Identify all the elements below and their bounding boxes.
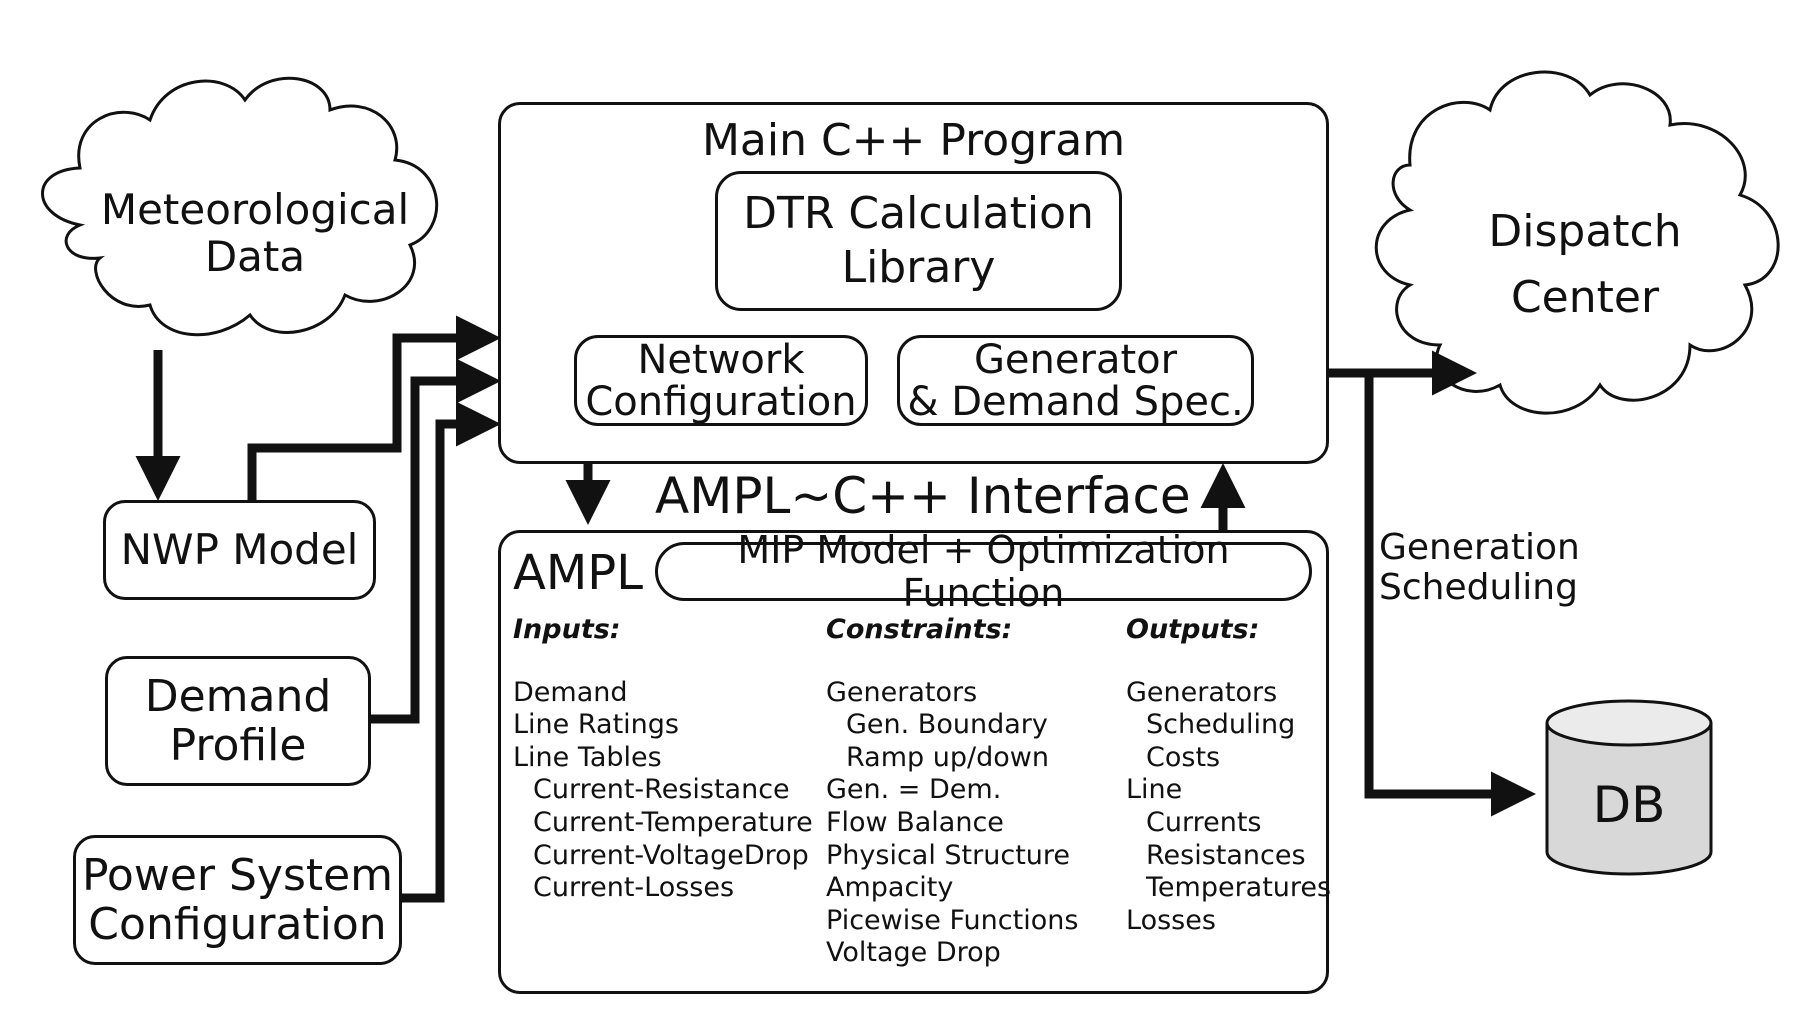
- generation-line-2: Scheduling: [1379, 567, 1578, 608]
- generation-line-1: Generation: [1379, 527, 1580, 568]
- outputs-item: Line: [1126, 774, 1183, 806]
- mip-model-label: MIP Model + Optimization Function: [737, 527, 1230, 615]
- generator-line-2: & Demand Spec.: [907, 378, 1244, 425]
- ampl-label: AMPL: [513, 545, 643, 601]
- db-text: DB: [1592, 776, 1666, 834]
- demand-line-2: Profile: [169, 720, 307, 771]
- generator-demand-box: Generator & Demand Spec.: [897, 335, 1254, 426]
- dispatch-cloud-shape: [1374, 70, 1780, 415]
- meteorological-cloud-shape: [41, 76, 439, 337]
- outputs-item: Costs: [1146, 741, 1221, 773]
- nwp-model-box: NWP Model: [103, 500, 376, 600]
- outputs-item: Scheduling: [1146, 709, 1296, 741]
- generator-line-1: Generator: [973, 336, 1178, 383]
- constraints-header: Constraints:: [826, 614, 1013, 645]
- outputs-item: Resistances: [1146, 839, 1306, 871]
- meteorological-line-1: Meteorological: [100, 184, 410, 234]
- main-program-title: Main C++ Program: [701, 115, 1126, 166]
- dtr-line-2: Library: [841, 242, 996, 293]
- inputs-item: Current-Temperature: [533, 806, 813, 838]
- dtr-library-box: DTR Calculation Library: [715, 171, 1122, 311]
- arrow-power-to-main: [397, 401, 501, 903]
- inputs-item: Current-VoltageDrop: [533, 839, 809, 871]
- dispatch-line-1: Dispatch: [1488, 206, 1682, 257]
- nwp-model-label: NWP Model: [120, 525, 359, 575]
- inputs-header: Inputs:: [513, 614, 621, 645]
- constraints-item: Ramp up/down: [846, 741, 1049, 773]
- arrow-nwp-to-main: [247, 315, 501, 502]
- constraints-item: Flow Balance: [826, 806, 1004, 838]
- constraints-item: Generators: [826, 676, 978, 708]
- constraints-item: Gen. Boundary: [846, 709, 1048, 741]
- inputs-item: Current-Resistance: [533, 774, 790, 806]
- inputs-item: Line Tables: [513, 741, 662, 773]
- inputs-item: Current-Losses: [533, 872, 735, 904]
- outputs-item: Currents: [1146, 806, 1262, 838]
- dispatch-line-2: Center: [1510, 272, 1660, 323]
- constraints-item: Picewise Functions: [826, 904, 1079, 936]
- power-line-2: Configuration: [88, 899, 387, 950]
- generation-scheduling-label: Generation Scheduling: [1379, 528, 1580, 608]
- constraints-item: Voltage Drop: [826, 937, 1001, 969]
- arrow-demand-to-main: [367, 358, 501, 724]
- demand-profile-box: Demand Profile: [105, 656, 371, 786]
- constraints-item: Ampacity: [826, 872, 954, 904]
- ampl-box: AMPL: [498, 530, 1329, 994]
- meteorological-line-2: Data: [204, 232, 306, 281]
- dispatch-center-label: Dispatch Center: [1460, 195, 1710, 335]
- outputs-item: Temperatures: [1146, 872, 1332, 904]
- constraints-item: Physical Structure: [826, 839, 1071, 871]
- db-cylinder: [1545, 699, 1713, 876]
- outputs-item: Generators: [1126, 676, 1278, 708]
- power-line-1: Power System: [81, 849, 394, 901]
- demand-line-1: Demand: [144, 670, 332, 722]
- constraints-item: Gen. = Dem.: [826, 774, 1002, 806]
- arrow-branch-to-db: [1364, 373, 1536, 817]
- network-line-1: Network: [637, 336, 805, 383]
- outputs-header: Outputs:: [1126, 614, 1260, 645]
- db-label: DB: [1547, 770, 1711, 840]
- dtr-line-1: DTR Calculation: [743, 188, 1094, 240]
- mip-model-box: MIP Model + Optimization Function: [655, 529, 1312, 614]
- network-line-2: Configuration: [585, 378, 857, 425]
- meteorological-data-label: Meteorological Data: [90, 178, 420, 288]
- inputs-item: Line Ratings: [513, 709, 679, 741]
- power-system-box: Power System Configuration: [73, 835, 402, 965]
- outputs-item: Losses: [1126, 904, 1216, 936]
- network-configuration-box: Network Configuration: [574, 335, 868, 426]
- interface-label: AMPL~C++ Interface: [655, 467, 1191, 525]
- inputs-item: Demand: [513, 676, 628, 708]
